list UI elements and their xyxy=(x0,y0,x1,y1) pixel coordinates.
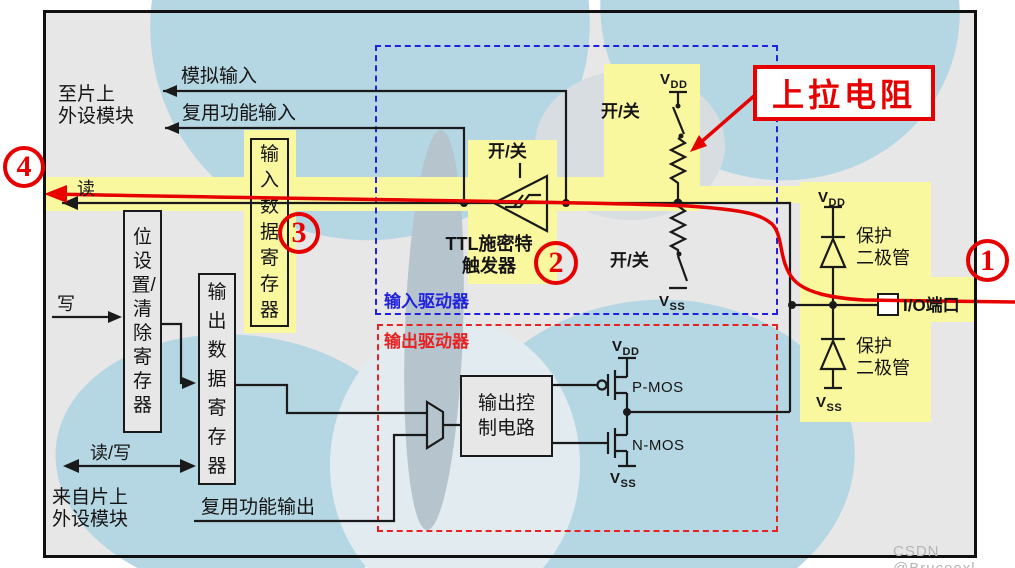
output-data-register-box: 输出数据寄存器 xyxy=(198,273,236,485)
input-data-register-label: 输入数据寄存器 xyxy=(259,143,279,321)
analog-input-label: 模拟输入 xyxy=(181,66,258,87)
write-label: 写 xyxy=(57,294,75,314)
highlight-read-path xyxy=(45,177,700,211)
read-label: 读 xyxy=(77,179,95,199)
output-control-box: 输出控制电路 xyxy=(460,375,553,457)
input-data-register-box: 输入数据寄存器 xyxy=(250,138,289,327)
analog-input-arrowhead xyxy=(163,85,177,97)
circled-number-1: 1 xyxy=(966,239,1009,282)
output-data-register-label: 输出数据寄存器 xyxy=(207,281,227,477)
diode-vdd-bar xyxy=(824,205,842,237)
to-peripheral-label: 至片上 外设模块 xyxy=(58,84,135,127)
circled-number-2: 2 xyxy=(534,241,578,285)
lower-protect-diode-label: 保护 二极管 xyxy=(856,336,910,378)
from-peripheral-label: 来自片上 外设模块 xyxy=(52,487,129,530)
pullup-resistor xyxy=(668,137,688,203)
af-output-wire xyxy=(194,433,427,523)
pullup-callout-box: 上拉电阻 xyxy=(753,65,935,121)
read-write-arrowhead-right xyxy=(180,459,196,473)
junction-dots xyxy=(62,85,837,473)
read-write-arrowhead-left xyxy=(63,459,79,473)
circled-number-4: 4 xyxy=(3,146,45,188)
read-line-wire xyxy=(62,201,792,412)
io-port-label: I/O端口 xyxy=(903,296,960,315)
pullup-vdd-label: VDD xyxy=(660,71,688,91)
nmos-symbol xyxy=(606,412,636,468)
input-driver-label: 输入驱动器 xyxy=(384,292,469,311)
af-input-wire xyxy=(165,126,466,203)
pulldown-switch xyxy=(676,255,689,282)
diode-vdd-label: VDD xyxy=(818,189,846,209)
write-arrowhead xyxy=(108,311,122,323)
pulldown-vss-label: VSS xyxy=(659,293,686,313)
nmos-label: N-MOS xyxy=(632,437,685,454)
highlight-pullup xyxy=(604,64,700,197)
pmos-bubble xyxy=(596,379,608,391)
circled-number-3: 3 xyxy=(278,212,320,254)
bit-set-clear-register-label: 位设置/清除寄存器 xyxy=(131,226,156,416)
upper-protect-diode-label: 保护 二极管 xyxy=(856,226,910,268)
highlight-read-path-strip xyxy=(700,186,800,203)
nmos-vss-label: VSS xyxy=(610,470,637,490)
pullup-switch xyxy=(671,106,686,135)
pulldown-on-off-label: 开/关 xyxy=(610,251,649,270)
pulldown-resistor xyxy=(668,203,688,253)
pmos-vdd-label: VDD xyxy=(612,338,640,358)
output-control-label: 输出控制电路 xyxy=(477,393,535,439)
pullup-callout-arrow xyxy=(690,94,756,152)
pmos-symbol xyxy=(606,356,636,412)
af-input-arrowhead xyxy=(165,122,179,134)
bit-set-clear-register-box: 位设置/清除寄存器 xyxy=(123,210,162,433)
output-driver-label: 输出驱动器 xyxy=(384,332,469,351)
read-arrowhead-black xyxy=(62,196,78,210)
pmos-label: P-MOS xyxy=(632,379,684,396)
bsr-arrowhead xyxy=(182,377,196,389)
pullup-on-off-label: 开/关 xyxy=(601,102,640,121)
schmitt-on-off-label: 开/关 xyxy=(488,142,527,161)
diode-vss-label: VSS xyxy=(816,394,843,414)
analog-input-wire xyxy=(163,89,568,203)
odr-to-mux-wire xyxy=(235,383,427,415)
mux-symbol xyxy=(425,400,445,450)
schmitt-trigger-label: TTL施密特 触发器 xyxy=(445,234,533,276)
read-path-red xyxy=(44,185,1015,304)
diagram-border xyxy=(43,10,977,558)
af-output-label: 复用功能输出 xyxy=(201,497,316,518)
output-driver-box xyxy=(377,324,778,532)
af-input-label: 复用功能输入 xyxy=(182,103,297,124)
input-driver-box xyxy=(375,45,778,315)
pullup-callout-label: 上拉电阻 xyxy=(771,77,916,113)
read-write-label: 读/写 xyxy=(90,443,132,463)
watermark: CSDN @Bruceoxl xyxy=(893,543,975,568)
